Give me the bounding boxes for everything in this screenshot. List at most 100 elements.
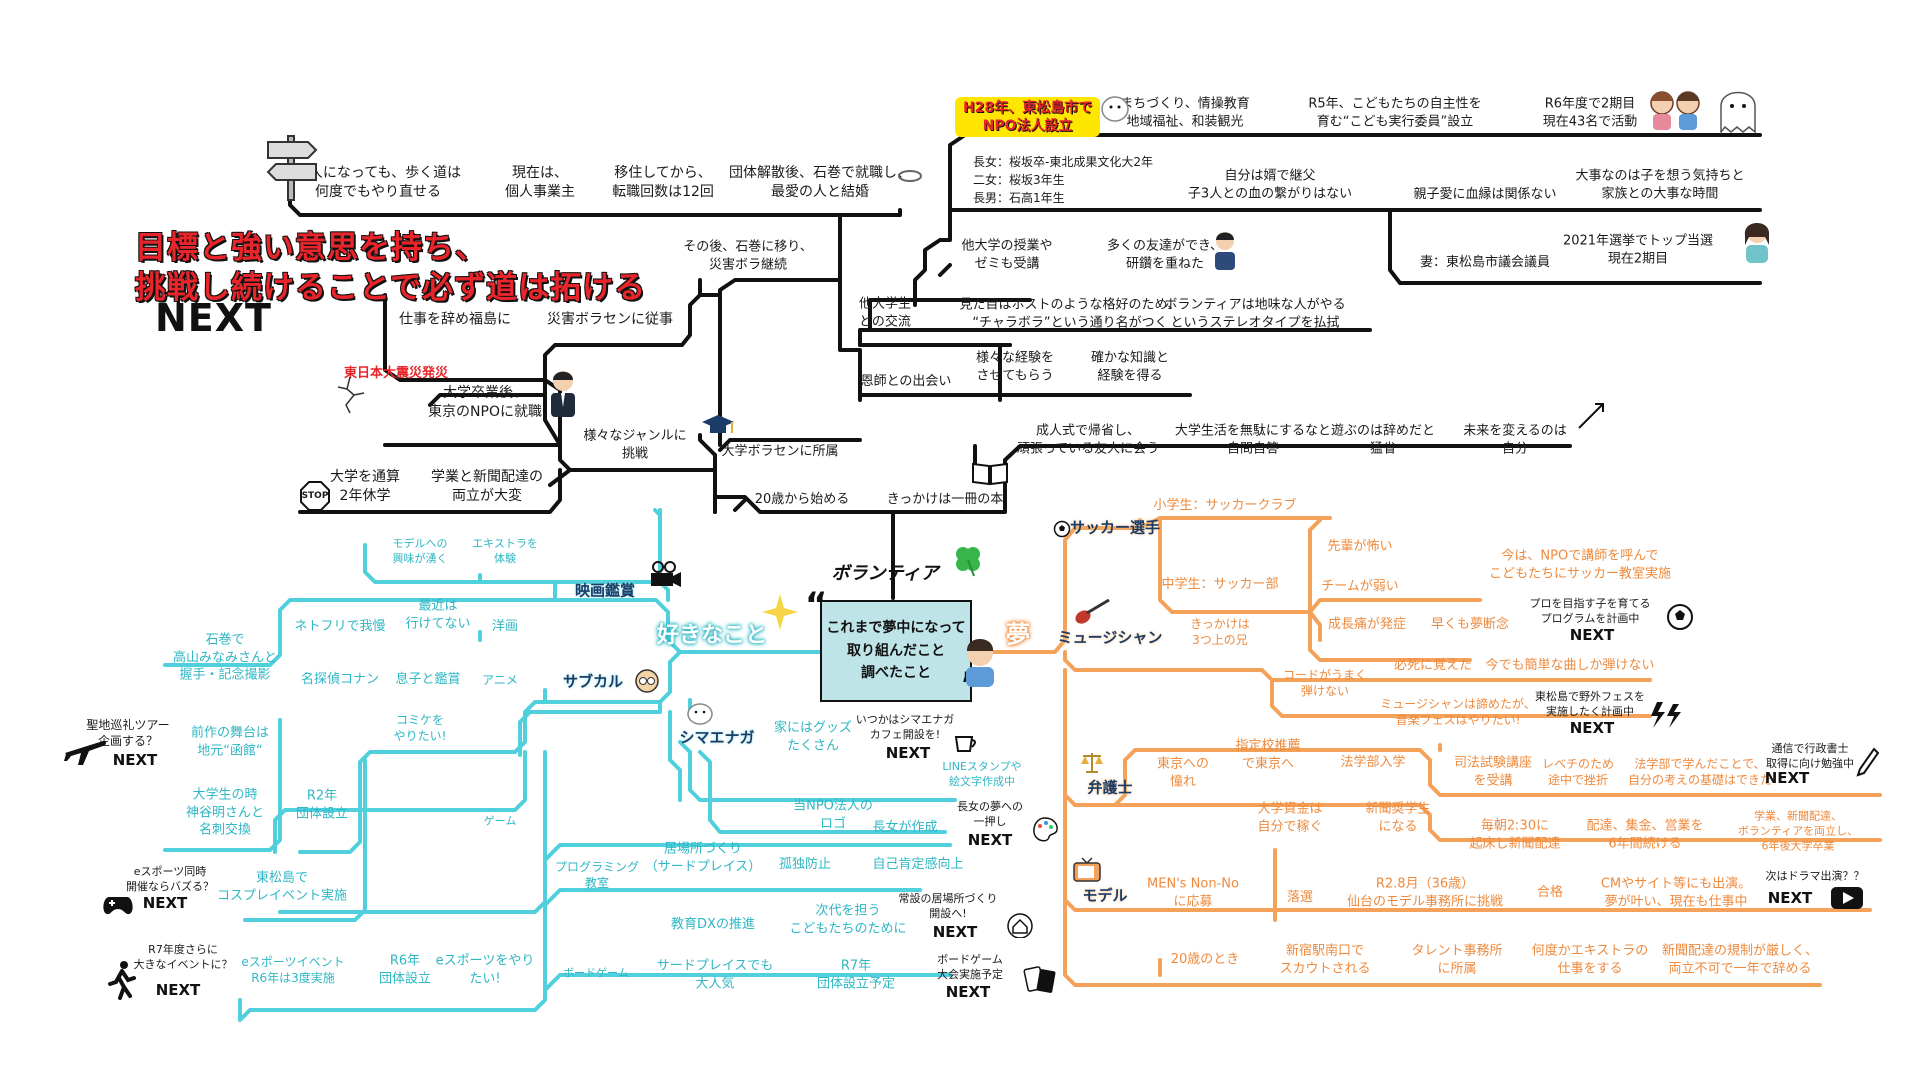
- next-pre-10: 通信で行政書士取得に向け勉強中: [1766, 742, 1854, 770]
- subcat-lawyer: 弁護士: [1087, 778, 1133, 797]
- node-d33: 新聞配達の規制が厳しく、両立不可で一年で辞める: [1661, 943, 1819, 976]
- node-d7: 今は、NPOで講師を呼んでこどもたちにサッカー教室実施: [1488, 548, 1672, 581]
- node-l17: 居場所づくり（サードプレイス）: [644, 841, 762, 874]
- node-l1: モデルへの興味が湧く: [392, 537, 448, 565]
- scales-icon: [1081, 753, 1103, 773]
- node-d27: 合格: [1536, 885, 1564, 901]
- node-v20: ボランティアは地味な人がやるというステレオタイプを払拭: [1164, 297, 1346, 330]
- film-camera-icon: [651, 561, 681, 587]
- house-icon: [1007, 913, 1033, 938]
- node-d30: 新宿駅南口でスカウトされる: [1279, 943, 1371, 976]
- node-v12: 学業と新聞配達の両立が大変: [431, 469, 543, 504]
- person-icon: [1744, 223, 1770, 263]
- node-v9: 様々なジャンルに挑戦: [583, 428, 687, 461]
- next-label-10: NEXT: [1764, 769, 1810, 787]
- next-pre-7: ボードゲーム大会実施予定: [937, 953, 1003, 981]
- person-icon: [551, 371, 575, 417]
- title-line-2: 挑戦し続けることで必ず道は拓ける: [135, 270, 647, 306]
- node-v30: 長女：桜坂卒-東北成果文化大2年二女：桜坂3年生長男：石高1年生: [973, 155, 1153, 205]
- node-l31: LINEスタンプや絵文字作成中: [942, 760, 1022, 788]
- node-l5: 洋画: [491, 619, 519, 635]
- node-d23: 学業、新聞配達、ボランティアを両立し、6年後大学卒業: [1737, 809, 1859, 853]
- node-d26: R2.8月（36歳）仙台のモデル事務所に挑戦: [1346, 876, 1504, 909]
- category-dream: 夢: [1006, 620, 1030, 649]
- node-v34: 妻：東松島市議会議員: [1419, 255, 1551, 271]
- node-v10: 大学ボラセンに所属: [721, 444, 839, 460]
- title-next: NEXT: [155, 296, 272, 340]
- node-v23: 成人式で帰省し、頑張っている友人に会う: [1016, 423, 1160, 456]
- next-pre-2: eスポーツ同時開催ならバズる？: [126, 865, 214, 893]
- node-l10: 前作の舞台は地元“函館“: [190, 725, 270, 758]
- node-d20: 新聞奨学生になる: [1365, 801, 1431, 834]
- palette-icon: [1033, 817, 1058, 842]
- node-d17: レベチのため途中で挫折: [1541, 756, 1615, 787]
- node-v2: 現在は、個人事業主: [505, 165, 575, 200]
- signpost-icon: [266, 135, 318, 201]
- node-l24: eスポーツをやりたい!: [435, 953, 535, 986]
- npo-badge-line-1: H28年、東松島市で: [963, 100, 1093, 116]
- node-l9: アニメ: [482, 672, 518, 687]
- node-v5: その後、石巻に移り、災害ボラ継続: [683, 239, 813, 272]
- node-l30: 長女が作成: [872, 820, 938, 836]
- node-l13: R2年団体設立: [295, 788, 349, 821]
- node-d16: 司法試験講座を受講: [1453, 755, 1533, 788]
- node-l18: 孤独防止: [778, 857, 832, 873]
- category-volunteer: ボランティア: [831, 563, 939, 584]
- node-l8: 息子と鑑賞: [395, 672, 461, 688]
- node-v29: R6年度で2期目現在43名で活動: [1542, 96, 1638, 129]
- node-d21: 毎朝2ː30に起床し新聞配達: [1469, 818, 1561, 851]
- node-d15: 法学部入学: [1340, 755, 1406, 771]
- node-d12: ミュージシャンは諦めたが、音楽フェスはやりたい!: [1380, 696, 1536, 727]
- next-pre-4: いつかはシマエナガカフェ開設を!: [855, 713, 955, 741]
- node-l14: ゲーム: [483, 814, 517, 828]
- guitar-icon: [1075, 598, 1110, 624]
- node-d2: 中学生：サッカー部: [1161, 577, 1279, 593]
- node-v14: きっかけは一冊の本: [886, 492, 1004, 508]
- node-v13: 20歳から始める: [754, 492, 850, 508]
- node-v25: 遊ぶのは辞めだと猛省: [1330, 423, 1436, 456]
- stop-sign-icon: [300, 481, 330, 511]
- lightning-icon: [1651, 702, 1681, 728]
- ring-icon: [898, 170, 922, 182]
- youtube-icon: [1831, 887, 1863, 909]
- tv-icon: [1073, 857, 1101, 882]
- node-l25: ボードゲーム: [563, 966, 629, 980]
- next-label-1: NEXT: [112, 751, 158, 769]
- node-d13: 東京への憧れ: [1156, 756, 1210, 789]
- node-l6: 石巻で高山みなみさんと握手・記念撮影: [172, 632, 278, 683]
- node-l4: ネトフリで我慢: [294, 619, 386, 635]
- bird-icon: [687, 703, 713, 725]
- center-line-3: 調べたこと: [861, 665, 931, 682]
- coffee-cup-icon: [954, 736, 976, 752]
- pen-icon: [1856, 747, 1880, 777]
- node-v27: まちづくり、情操教育地域福祉、和装観光: [1120, 96, 1250, 129]
- node-l26: サードプレイスでも大人気: [656, 958, 774, 991]
- next-label-2: NEXT: [142, 894, 188, 912]
- node-d3: 先輩が怖い: [1327, 539, 1393, 555]
- node-d18: 法学部で学んだことで、自分の考えの基礎はできた: [1627, 756, 1773, 787]
- next-pre-11: 次はドラマ出演？？: [1765, 869, 1865, 883]
- subcat-movie: 映画鑑賞: [574, 581, 636, 600]
- node-v6: 仕事を辞め福島に: [399, 311, 511, 328]
- person-icon: [966, 639, 994, 687]
- children-icon: [1650, 91, 1700, 130]
- stop-label: STOP: [301, 490, 329, 501]
- arrow-icon: [1578, 403, 1604, 429]
- node-d19: 大学資金は自分で稼ぐ: [1257, 801, 1323, 834]
- next-label-9: NEXT: [1569, 719, 1615, 737]
- cards-icon: [1023, 966, 1056, 993]
- soccer-ball-icon: [1053, 520, 1071, 538]
- next-label-8: NEXT: [1569, 626, 1615, 644]
- node-l12: 大学生の時神谷明さんと名刺交換: [185, 787, 265, 838]
- otaku-icon: [635, 669, 659, 693]
- plane-icon: [64, 740, 106, 765]
- node-l21: 次代を担うこどもたちのために: [789, 903, 907, 936]
- next-label-3: NEXT: [155, 981, 201, 999]
- subcat-musician: ミュージシャン: [1057, 628, 1163, 647]
- center-line-1: これまで夢中になって: [826, 620, 966, 637]
- bird-icon: [1101, 96, 1129, 122]
